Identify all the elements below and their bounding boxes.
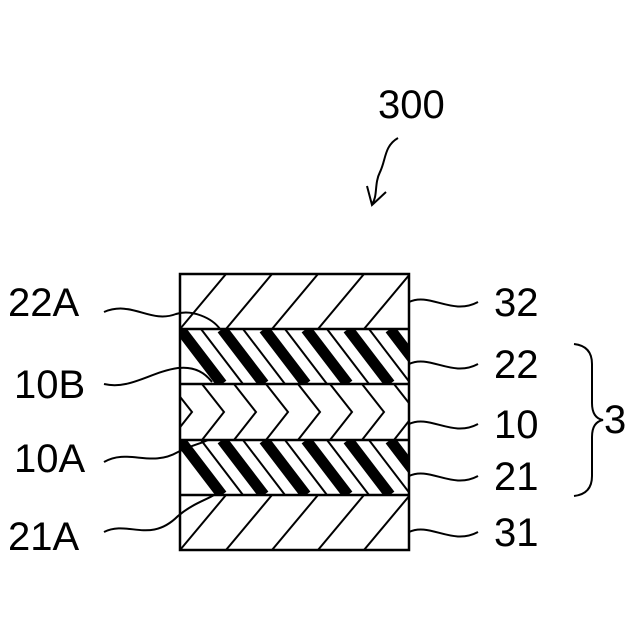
leader-10 xyxy=(409,421,478,428)
leader-32 xyxy=(409,299,478,306)
label-31: 31 xyxy=(494,511,539,555)
label-32: 32 xyxy=(494,281,539,325)
label-21A: 21A xyxy=(8,515,79,559)
leader-21A xyxy=(104,495,214,532)
leader-21 xyxy=(409,473,478,480)
layer-32 xyxy=(180,274,410,329)
layer-31-hatch xyxy=(180,495,410,550)
leader-22A xyxy=(104,309,220,329)
layer-31 xyxy=(180,495,410,550)
leader-31 xyxy=(409,529,478,536)
layer-10-hatch xyxy=(170,384,416,440)
label-22: 22 xyxy=(494,343,539,387)
layer-22 xyxy=(180,329,432,384)
group-label: 3 xyxy=(604,398,626,442)
label-10A: 10A xyxy=(14,437,85,481)
label-22A: 22A xyxy=(8,281,79,325)
layer-21 xyxy=(180,440,432,495)
leader-22 xyxy=(409,361,478,368)
layer-10 xyxy=(170,384,416,440)
label-10B: 10B xyxy=(14,363,85,407)
layer-32-hatch xyxy=(180,274,410,329)
leader-10B xyxy=(104,368,212,386)
assembly-ref-label: 300 xyxy=(378,83,445,127)
label-10: 10 xyxy=(494,403,539,447)
group-brace xyxy=(574,344,603,496)
label-21: 21 xyxy=(494,455,539,499)
